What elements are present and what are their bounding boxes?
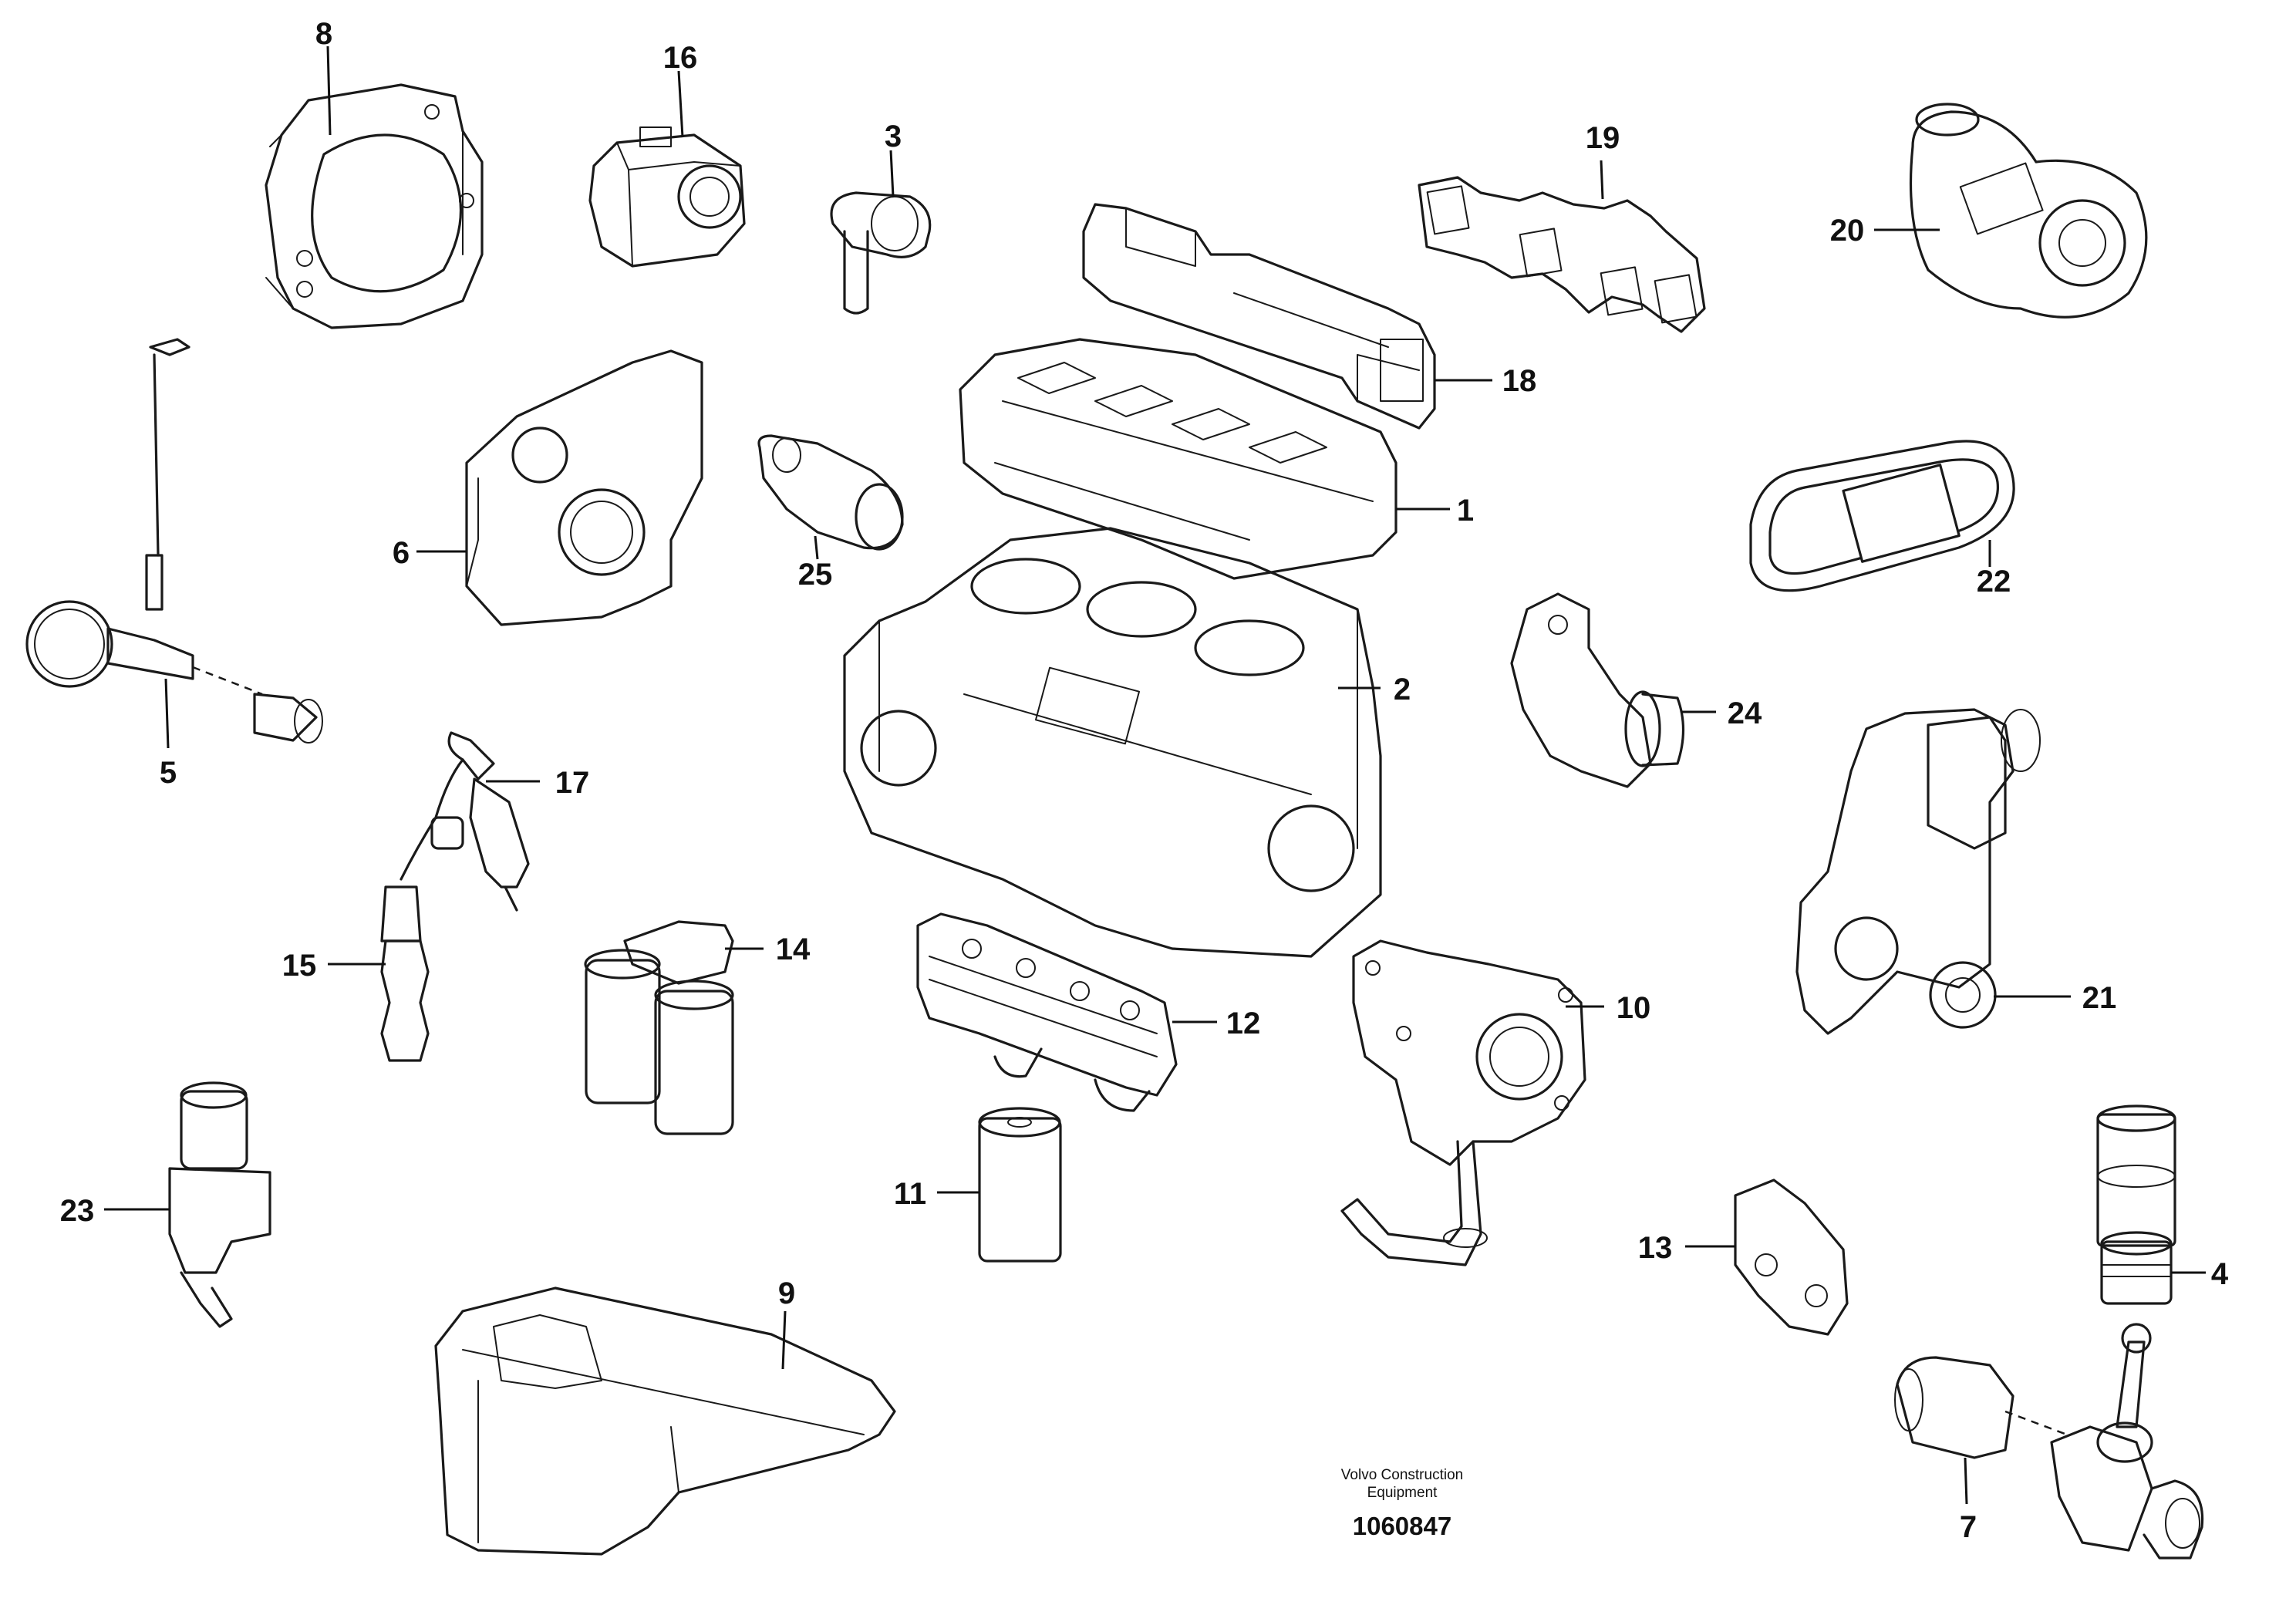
callout-14: 14 <box>776 932 811 966</box>
leader-16 <box>677 70 684 138</box>
callout-15: 15 <box>282 949 317 983</box>
callout-20: 20 <box>1830 214 1865 248</box>
part-starter-motor <box>757 434 904 551</box>
part-poly-v-belt <box>1749 440 2015 592</box>
leader-7 <box>1964 1457 1968 1505</box>
callout-4: 4 <box>2211 1257 2229 1291</box>
part-turbocharger <box>1909 103 2148 319</box>
callout-22: 22 <box>1977 565 2011 599</box>
callout-12: 12 <box>1226 1007 1261 1040</box>
callout-9: 9 <box>778 1276 795 1310</box>
part-oil-cooler <box>916 912 1178 1112</box>
part-bracket <box>1734 1179 1849 1336</box>
part-fuel-filter <box>584 920 734 1135</box>
part-oil-filter <box>978 1107 1062 1263</box>
callout-8: 8 <box>315 17 332 51</box>
part-sensor <box>830 191 932 315</box>
callout-13: 13 <box>1638 1231 1673 1265</box>
part-flywheel-housing <box>265 83 484 329</box>
part-cylinder-block <box>843 527 1382 958</box>
credit-line-1: Volvo Construction <box>1341 1467 1463 1483</box>
part-exhaust-manifold <box>1418 176 1706 333</box>
callout-16: 16 <box>663 41 698 75</box>
part-timing-gear-casing <box>465 349 703 626</box>
callout-24: 24 <box>1728 696 1762 730</box>
callout-6: 6 <box>393 536 410 570</box>
part-alternator <box>1510 592 1685 788</box>
callout-2: 2 <box>1394 673 1411 706</box>
part-injection-pump <box>588 126 746 268</box>
document-number: 1060847 <box>1353 1512 1451 1540</box>
callout-19: 19 <box>1586 121 1620 155</box>
callout-17: 17 <box>555 766 590 800</box>
leader-25 <box>814 535 819 560</box>
leader-9 <box>781 1310 787 1370</box>
leader-5 <box>164 678 170 749</box>
part-water-pump <box>1795 708 2041 1035</box>
callout-18: 18 <box>1502 364 1537 398</box>
part-intake-manifold <box>1082 203 1436 430</box>
part-injector <box>447 731 530 912</box>
leader-19 <box>1600 160 1604 200</box>
part-cylinder-head <box>959 338 1397 580</box>
leader-8 <box>326 46 332 136</box>
part-oil-pump <box>1340 939 1586 1266</box>
part-governor-actuator <box>168 1081 271 1328</box>
part-camshaft <box>25 338 323 744</box>
part-crankshaft <box>1894 1323 2204 1560</box>
callout-21: 21 <box>2082 981 2117 1015</box>
callout-1: 1 <box>1457 494 1474 528</box>
part-oil-sump <box>434 1286 896 1556</box>
callout-10: 10 <box>1617 991 1651 1025</box>
callout-3: 3 <box>885 120 902 153</box>
callout-11: 11 <box>894 1177 926 1211</box>
leader-3 <box>889 150 895 197</box>
credit-line-2: Equipment <box>1367 1485 1438 1501</box>
callout-25: 25 <box>798 558 833 592</box>
part-piston-liner <box>2096 1104 2176 1305</box>
part-unit-pump <box>380 758 464 1062</box>
callout-7: 7 <box>1960 1510 1977 1544</box>
callout-23: 23 <box>60 1194 95 1228</box>
callout-5: 5 <box>160 756 177 790</box>
